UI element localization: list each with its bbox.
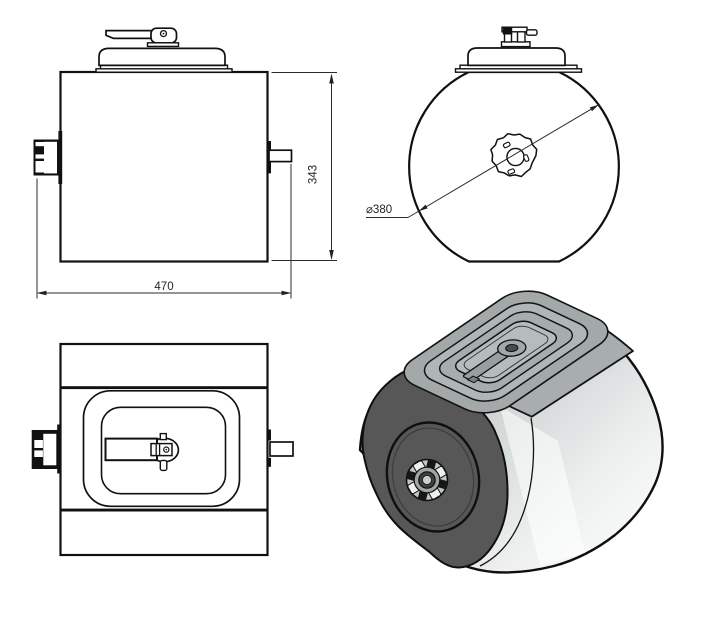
hub-slot-2 [523,154,530,162]
tangent-line-bottom [60,508,268,512]
height-dimension: 343 [271,72,337,261]
plan-latch-dot [165,448,168,451]
plan-right-wall-weld-upper [266,429,271,441]
front-view: 343 470 [33,27,337,299]
lever-arm [105,29,153,40]
top-view [31,342,294,557]
plan-lever [104,432,180,472]
left-fitting [33,139,59,176]
face-groove [385,421,481,533]
diameter-dimension: ⌀380 [366,104,599,218]
right-wall-weld-lower [267,161,271,174]
diameter-dimension-label: ⌀380 [366,204,392,216]
plan-lever-bar [104,437,158,462]
lever-pivot-dot [162,32,165,35]
face-hub [405,458,449,502]
tank-body-outline [59,70,269,263]
isometric-view [358,284,664,574]
right-wall-weld-upper [267,141,271,151]
height-dimension-label: 343 [308,165,320,184]
cap-lever-pivot-core [503,343,520,353]
plan-left-wall-weld [57,424,61,474]
side-cap-latch [500,26,538,48]
plan-lever-tab-bottom [159,459,168,472]
width-dimension-label: 470 [154,281,173,293]
hub-slot-3 [507,168,516,175]
cap-lever-tab [468,376,480,383]
cap-dome [98,47,226,67]
lever-base-plate [146,42,180,48]
tangent-line-top [60,386,268,390]
body-highlight [500,406,585,566]
left-wall-weld [58,131,63,184]
hub-slot-1 [502,141,511,149]
plan-left-fitting [31,430,58,469]
plan-right-wall-weld-lower [266,457,271,467]
side-view: ⌀380 [366,26,620,263]
side-cap-dome [467,47,566,67]
plan-latch-lines [155,444,161,455]
plan-lever-tab-top [159,432,168,441]
plan-right-port [269,441,294,457]
width-dimension: 470 [36,164,292,299]
front-rim-edge [479,417,535,567]
cap-recess-iso [391,284,621,420]
right-port [268,149,293,163]
